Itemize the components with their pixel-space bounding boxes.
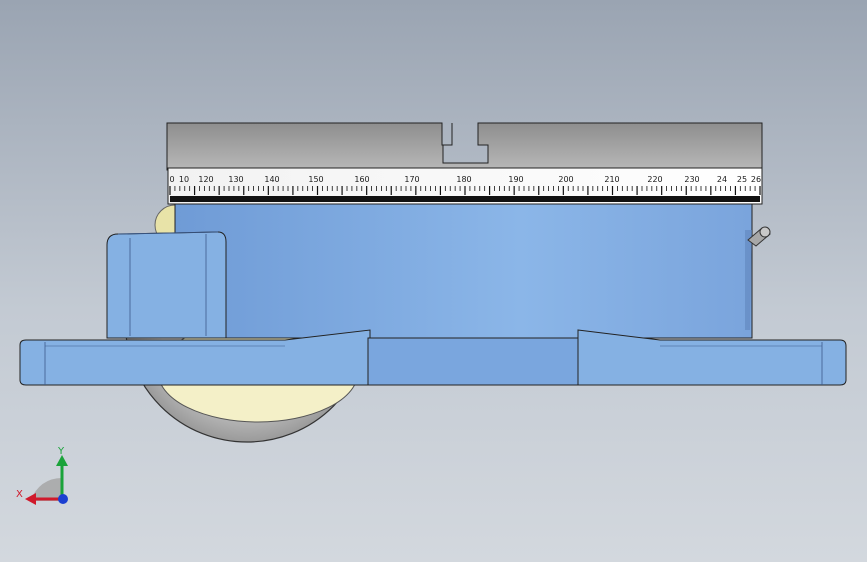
scale-label: 190 [508, 175, 523, 184]
scale-label: 10 [179, 175, 189, 184]
x-axis-arrow [25, 493, 36, 505]
base-right-flange[interactable] [577, 329, 847, 386]
table-top[interactable] [166, 122, 763, 171]
scale-baseline [170, 196, 760, 202]
scale-label: 230 [684, 175, 699, 184]
base-center-strip [367, 337, 581, 386]
scale-label: 0 [169, 175, 174, 184]
triad-plane [30, 478, 62, 501]
coordinate-triad: Y X [16, 446, 68, 505]
x-axis-label: X [16, 489, 23, 500]
z-axis-dot [58, 494, 68, 504]
scale-label: 140 [264, 175, 279, 184]
locking-pin[interactable] [747, 226, 771, 247]
y-axis-label: Y [57, 446, 65, 457]
scale-label: 160 [354, 175, 369, 184]
scale-label: 170 [404, 175, 419, 184]
scale-label: 180 [456, 175, 471, 184]
scale-label: 25 [737, 175, 747, 184]
table-body[interactable] [174, 199, 753, 339]
scale-label: 130 [228, 175, 243, 184]
worm-housing[interactable] [106, 231, 227, 339]
scale-label: 150 [308, 175, 323, 184]
scale-label: 200 [558, 175, 573, 184]
scale-label: 210 [604, 175, 619, 184]
scale-ticks [169, 186, 761, 202]
scale-labels: 0 10 120 130 140 150 160 170 180 190 200 210 220 230 2… [169, 175, 761, 184]
scale-label: 24 [717, 175, 727, 184]
scale-label: 120 [198, 175, 213, 184]
degree-scale: 0 10 120 130 140 150 160 170 180 190 200 210 220 230 2… [167, 167, 763, 205]
scale-label: 26 [751, 175, 761, 184]
t-slot [442, 123, 453, 146]
y-axis-arrow [56, 455, 68, 466]
scale-label: 220 [647, 175, 662, 184]
